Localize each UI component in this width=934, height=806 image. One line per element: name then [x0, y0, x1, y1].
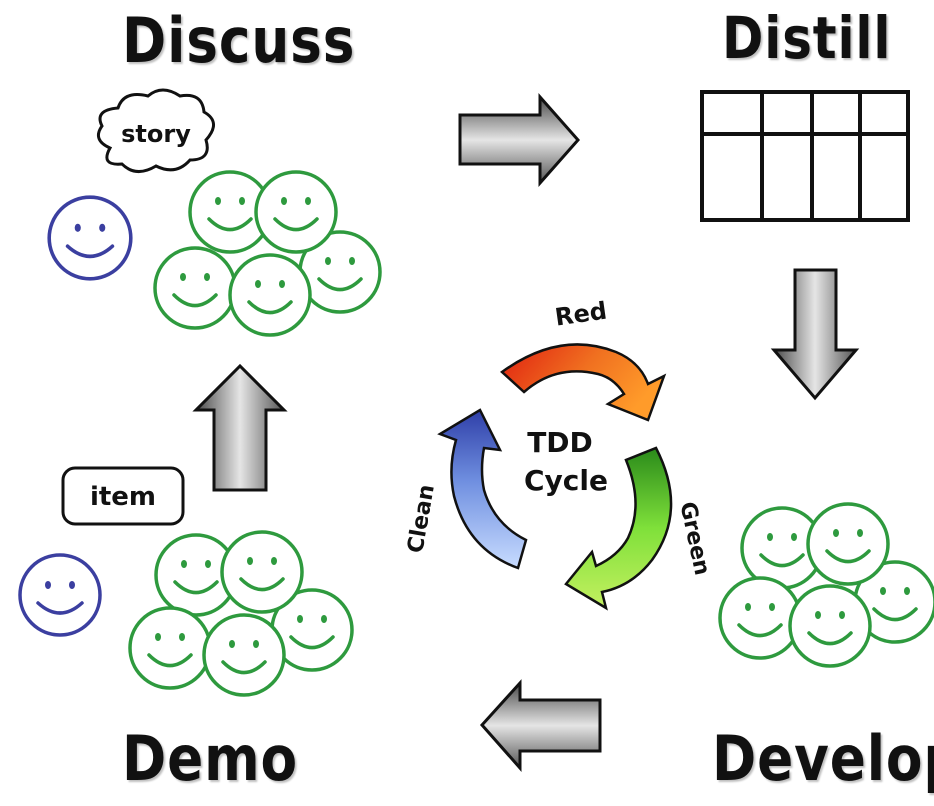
red-label: Red [553, 297, 608, 332]
arrow-down-icon [770, 268, 860, 401]
team-face [788, 584, 872, 668]
team-face [806, 502, 890, 586]
team-face [128, 606, 212, 690]
blue-arrow [437, 408, 528, 570]
demo-heading: Demo [122, 722, 299, 795]
tdd-cycle: Red Green Clean TDD Cycle [403, 297, 714, 611]
develop-heading: Develop [712, 722, 934, 795]
tdd-title-line1: TDD [527, 426, 593, 459]
tdd-title-line2: Cycle [524, 464, 608, 497]
team-face [254, 170, 338, 254]
team-face [718, 576, 802, 660]
green-arrow [564, 446, 673, 611]
team-face [153, 246, 237, 330]
distill-heading: Distill [722, 4, 892, 72]
green-label: Green [674, 500, 714, 578]
story-cloud: story [96, 88, 215, 173]
arrow-right-icon [458, 93, 581, 187]
arrow-left-icon [479, 679, 602, 772]
team-face [202, 613, 286, 697]
story-label: story [121, 120, 191, 148]
item-label: item [90, 482, 156, 512]
team-face [220, 530, 304, 614]
arrow-up-icon [192, 363, 288, 492]
clean-label: Clean [403, 483, 440, 555]
red-arrow [500, 343, 667, 422]
item-tag: item [61, 466, 185, 526]
distill-table-icon [700, 90, 910, 222]
team-face [228, 253, 312, 337]
customer-face-demo [18, 553, 102, 637]
discuss-heading: Discuss [122, 4, 356, 77]
customer-face-discuss [47, 195, 133, 281]
